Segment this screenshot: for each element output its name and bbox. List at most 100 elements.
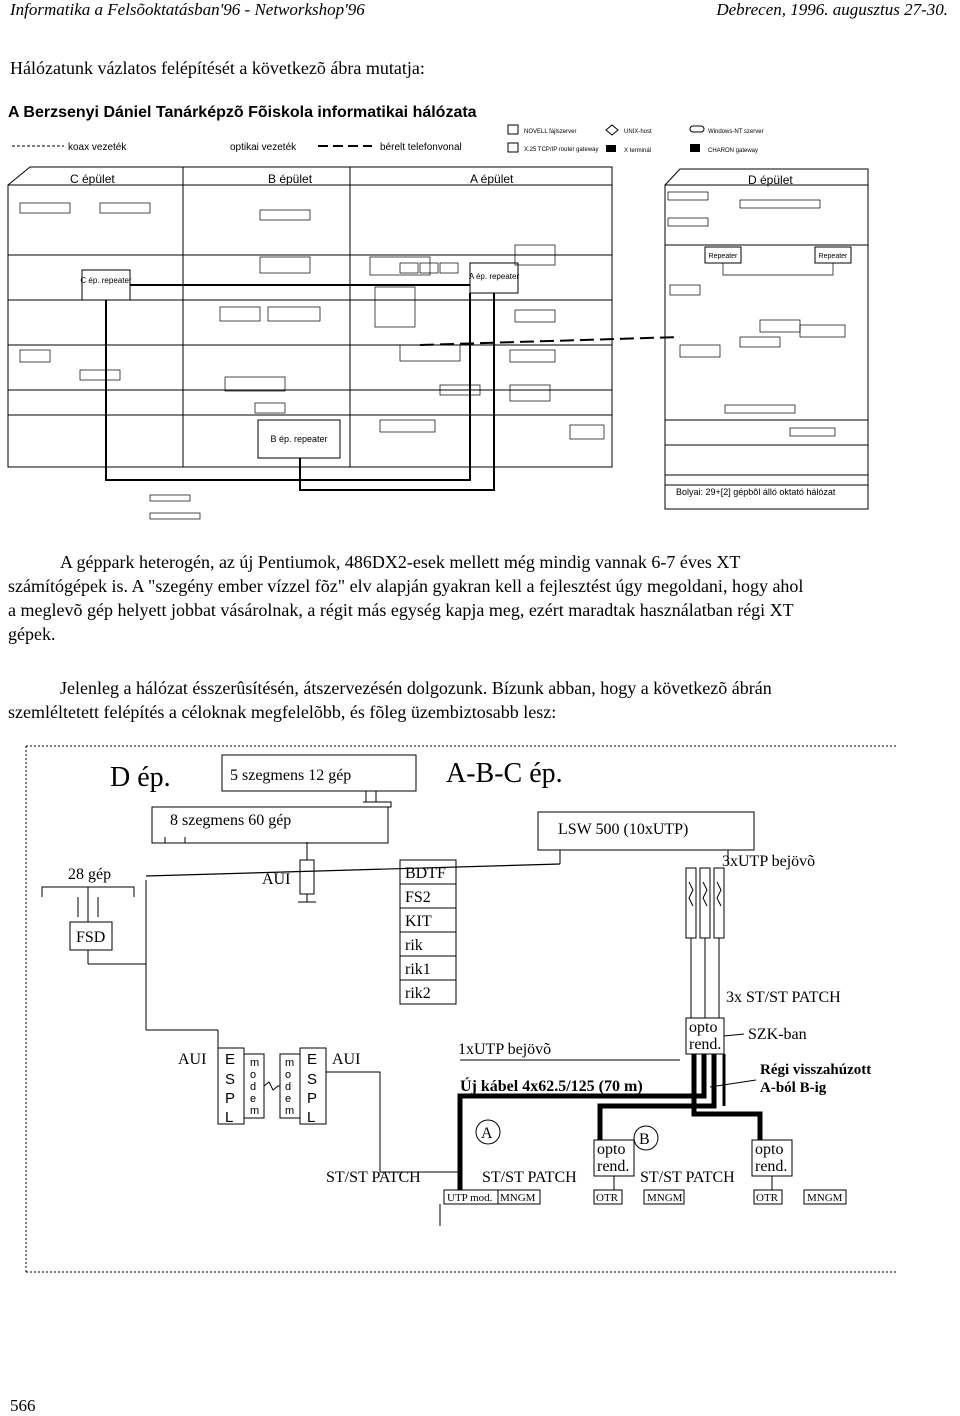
rend-b-label: rend.	[597, 1158, 629, 1175]
stst-label-2: ST/ST PATCH	[482, 1169, 577, 1186]
rend-right-label: rend.	[755, 1158, 787, 1175]
svg-text:d: d	[250, 1081, 256, 1093]
opto-b-label: opto	[597, 1141, 625, 1158]
host-fs2: FS2	[405, 889, 431, 906]
legend-novell: NOVELL fájlszerver	[524, 129, 576, 135]
svg-text:m: m	[250, 1057, 259, 1069]
fsd-box	[69, 921, 113, 951]
espl-right-letters: E S P L	[307, 1051, 317, 1126]
d-ep-title: D ép.	[110, 762, 171, 793]
utp1-label: 1xUTP bejövõ	[458, 1041, 551, 1058]
otr-label-2: OTR	[756, 1192, 779, 1204]
svg-text:e: e	[250, 1093, 256, 1105]
host-rik1: rik1	[405, 961, 431, 978]
svg-text:P: P	[225, 1090, 235, 1107]
stst3-label: 3x ST/ST PATCH	[726, 989, 841, 1006]
seg8-connector	[164, 791, 392, 844]
new-fiber-cable	[457, 1054, 763, 1190]
utp3-label: 3xUTP bejövõ	[722, 853, 815, 870]
svg-text:S: S	[307, 1071, 317, 1088]
repeater-a: A ép. repeater	[469, 262, 520, 294]
legend-x25: X.25 TCP/IP router gateway	[524, 147, 598, 153]
repeater-d1: Repeater	[704, 246, 742, 264]
circle-a-label: A	[481, 1125, 493, 1142]
seg8-label: 8 szegmens 60 gép	[170, 812, 291, 829]
paragraph-1: A géppark heterogén, az új Pentiumok, 48…	[8, 552, 804, 644]
lsw-box	[537, 811, 755, 851]
fsd-label: FSD	[76, 929, 105, 946]
aui-top-box	[299, 859, 315, 895]
equipment-row	[439, 1176, 847, 1226]
svg-text:d: d	[285, 1081, 291, 1093]
header-conference: Informatika a Felsõoktatásban'96 - Netwo…	[10, 0, 365, 19]
mngm-label-2: MNGM	[647, 1192, 683, 1204]
figure1-legend: koax vezeték optikai vezeték bérelt tele…	[12, 124, 764, 154]
opto-right-label: opto	[755, 1141, 783, 1158]
modem-right-letters: m o d e m	[285, 1057, 294, 1117]
svg-text:m: m	[250, 1105, 259, 1117]
bolyai-label: Bolyai: 29+[2] gépbõl álló oktató hálóza…	[676, 487, 836, 497]
circle-b-label: B	[639, 1131, 650, 1148]
page-header: Informatika a Felsõoktatásban'96 - Netwo…	[10, 0, 948, 22]
modem-left-letters: m o d e m	[250, 1057, 259, 1117]
host-stack: BDTF FS2 KIT rik rik1 rik2	[399, 859, 457, 1005]
svg-text:Repeater: Repeater	[709, 253, 738, 260]
konyvtar-block	[149, 512, 201, 520]
szk-label: SZK-ban	[748, 1026, 807, 1043]
device-blocks	[19, 202, 605, 440]
seg8-box	[151, 806, 389, 844]
mngm-label-3: MNGM	[807, 1192, 843, 1204]
legend-windows: Windows-NT szerver	[708, 129, 764, 135]
svg-text:Repeater: Repeater	[819, 253, 848, 260]
host-bdtf: BDTF	[405, 865, 446, 882]
svg-text:m: m	[285, 1105, 294, 1117]
legend-koax: koax vezeték	[68, 142, 127, 153]
otr-label-1: OTR	[596, 1192, 619, 1204]
aui-right-label: AUI	[332, 1051, 360, 1068]
backbone-links	[105, 284, 495, 491]
svg-text:L: L	[307, 1109, 315, 1126]
leased-line	[419, 336, 681, 346]
host-rik: rik	[405, 937, 423, 954]
d-device-blocks	[667, 191, 846, 437]
utp3-cables	[685, 867, 725, 1018]
espl-left-letters: E S P L	[225, 1051, 235, 1126]
legend-charon: CHARON gateway	[708, 148, 758, 154]
gep28-bracket	[41, 886, 135, 922]
svg-text:o: o	[285, 1069, 291, 1081]
planned-network-figure: D ép. 5 szegmens 12 gép A-B-C ép. 8 szeg…	[25, 745, 896, 1273]
legend-optikai: optikai vezeték	[230, 142, 297, 153]
host-rik2: rik2	[405, 985, 431, 1002]
circle-a	[475, 1119, 501, 1145]
svg-text:E: E	[225, 1051, 235, 1068]
stst-label-1: ST/ST PATCH	[326, 1169, 421, 1186]
svg-text:C ép. repeater: C ép. repeater	[80, 276, 131, 285]
svg-text:o: o	[250, 1069, 256, 1081]
legend-xterm: X terminál	[624, 148, 651, 154]
svg-text:L: L	[225, 1109, 233, 1126]
svg-text:A ép. repeater: A ép. repeater	[469, 272, 520, 281]
repeater-b: B ép. repeater	[257, 419, 341, 459]
sportcsarnok-block	[149, 494, 191, 502]
building-d-label: D épület	[748, 173, 793, 187]
abc-ep-title: A-B-C ép.	[446, 758, 563, 789]
legend-berelt: bérelt telefonvonal	[380, 142, 462, 153]
regi-line2: A-ból B-ig	[760, 1080, 827, 1096]
building-a-label: A épület	[470, 172, 514, 186]
rend-main-label: rend.	[689, 1036, 721, 1053]
svg-text:m: m	[285, 1057, 294, 1069]
utpmod-label: UTP mod.	[447, 1192, 493, 1204]
mngm-label-1: MNGM	[500, 1192, 536, 1204]
stst-label-3: ST/ST PATCH	[640, 1169, 735, 1186]
gep28-label: 28 gép	[68, 866, 111, 883]
building-d	[664, 168, 869, 510]
legend-unix: UNIX-host	[624, 129, 652, 135]
repeater-c: C ép. repeater	[80, 269, 132, 301]
building-b-label: B épület	[268, 172, 313, 186]
aui-top-label: AUI	[262, 871, 290, 888]
circle-b	[633, 1125, 659, 1151]
svg-text:S: S	[225, 1071, 235, 1088]
seg5-label: 5 szegmens 12 gép	[230, 767, 351, 784]
campus-network-figure: A Berzsenyi Dániel Tanárképzõ Fõiskola i…	[7, 104, 869, 520]
host-kit: KIT	[405, 913, 432, 930]
